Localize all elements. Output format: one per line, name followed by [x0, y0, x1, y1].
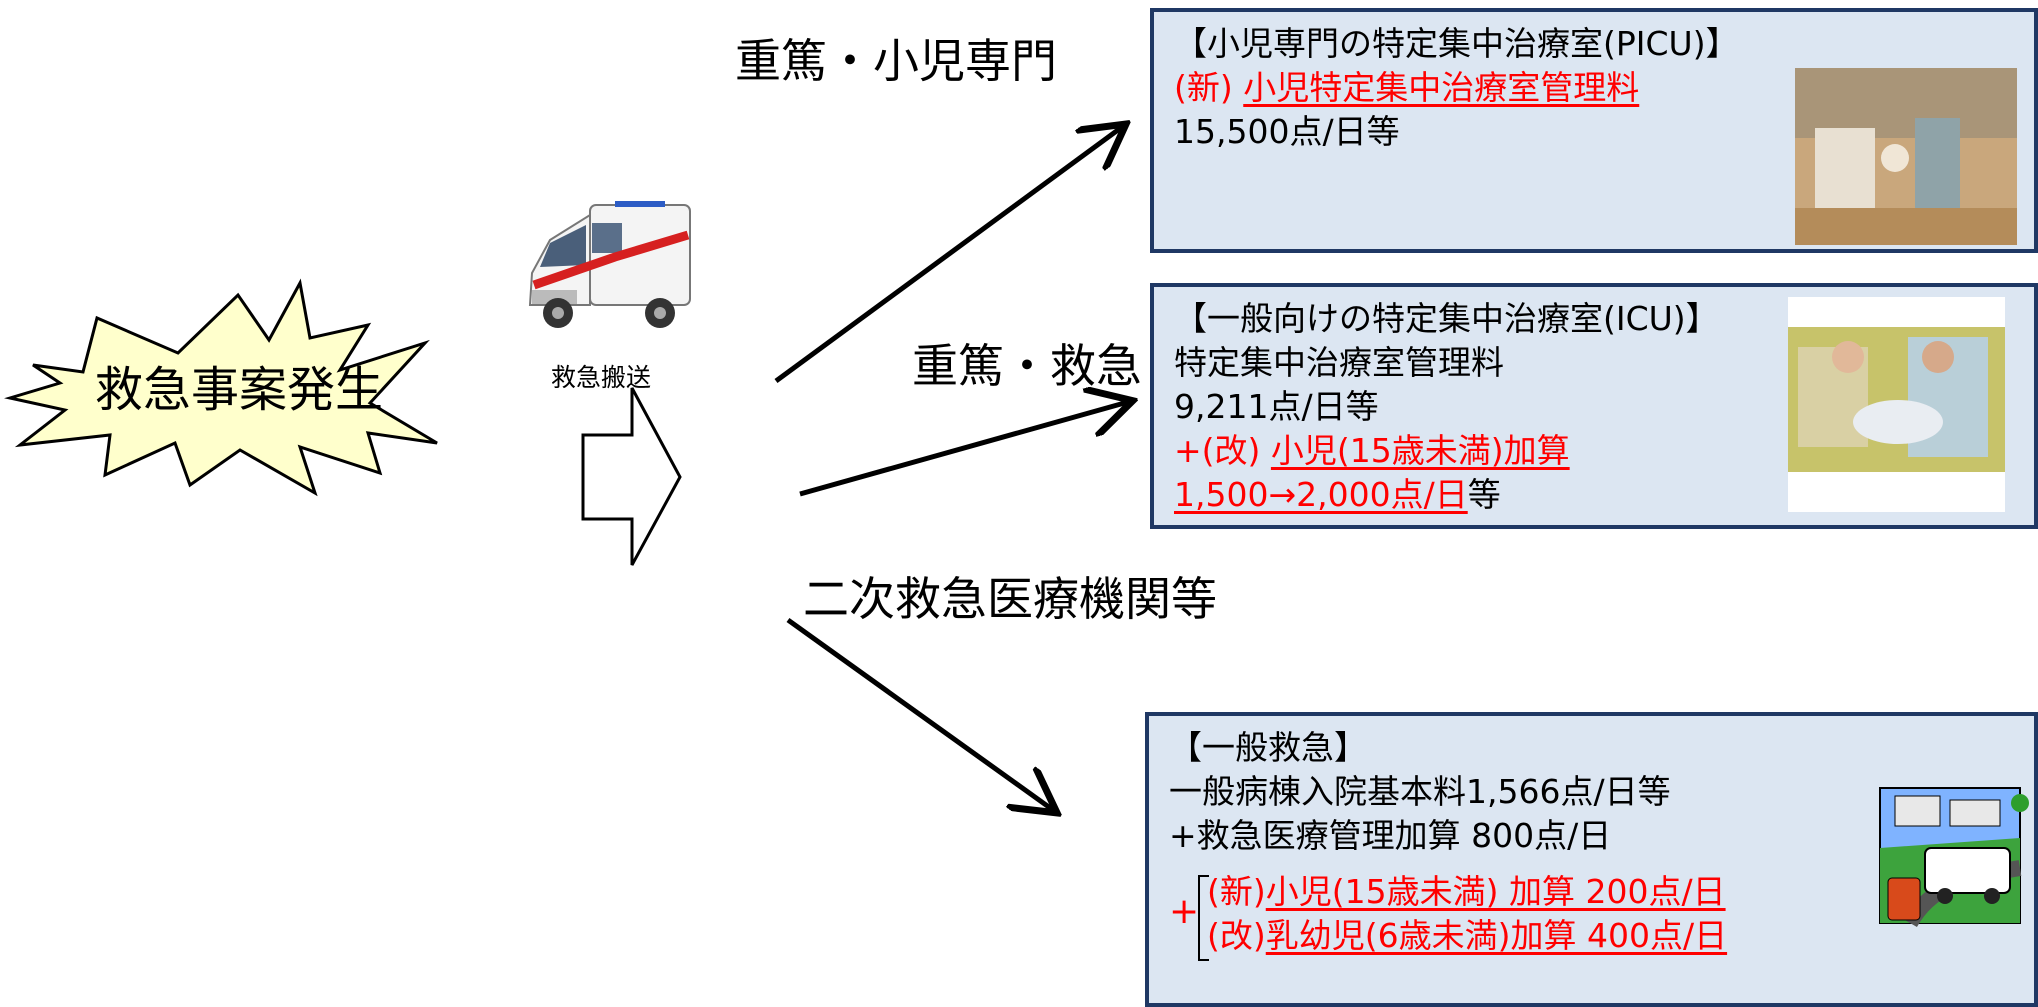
ambulance-icon: [528, 201, 691, 328]
icu-item: 特定集中治療室管理料: [1174, 343, 1504, 382]
hospital-ambulance-icon: [1879, 787, 2029, 928]
burst-shape: [4, 278, 438, 497]
icu-rev-points-line: 1,500→2,000点/日等: [1174, 473, 2014, 517]
label-general-route: 二次救急医療機関等: [803, 572, 1217, 626]
general-new-line: (新)小児(15歳未満) 加算 200点/日: [1207, 870, 2014, 914]
start-label: 救急事案発生: [95, 362, 384, 418]
general-new-item: 小児(15歳未満) 加算 200点/日: [1265, 872, 1726, 911]
label-icu-route: 重篤・救急: [912, 339, 1142, 393]
picu-title: 【小児専門の特定集中治療室(PICU)】: [1174, 24, 1739, 63]
arrow-to-picu: [774, 127, 1122, 384]
general-rev-line: (改)乳幼児(6歳未満)加算 400点/日: [1207, 914, 2014, 958]
general-title: 【一般救急】: [1169, 728, 1367, 767]
icu-rev-item: 小児(15歳未満)加算: [1270, 431, 1570, 470]
transport-caption: 救急搬送: [551, 363, 652, 392]
general-rev-item: 乳幼児(6歳未満)加算 400点/日: [1265, 916, 1728, 955]
picu-new-prefix: (新): [1174, 68, 1233, 107]
start-burst: [4, 278, 438, 497]
general-new-prefix: (新): [1207, 872, 1266, 911]
block-arrow: [581, 387, 682, 566]
picu-new-item: 小児特定集中治療室管理料: [1243, 68, 1640, 107]
picu-new-line: (新) 小児特定集中治療室管理料: [1174, 66, 2014, 110]
label-picu-route: 重篤・小児専門: [735, 34, 1057, 88]
icu-points: 9,211点/日等: [1174, 387, 1379, 426]
general-rev-prefix: (改): [1207, 916, 1266, 955]
picu-points: 15,500点/日等: [1174, 112, 1400, 151]
general-line2: +救急医療管理加算 800点/日: [1169, 816, 1612, 855]
general-additions: + (新)小児(15歳未満) 加算 200点/日 (改)乳幼児(6歳未満)加算 …: [1169, 870, 2014, 961]
general-brace: [1198, 875, 1209, 961]
icu-rev-suffix: 等: [1467, 475, 1501, 514]
icu-photo: [1788, 297, 2005, 512]
arrow-to-icu: [799, 402, 1128, 497]
arrow-to-general: [786, 617, 1053, 810]
icu-rev-prefix: +(改): [1174, 431, 1261, 470]
general-line1: 一般病棟入院基本料1,566点/日等: [1169, 772, 1671, 811]
picu-photo: [1795, 68, 2017, 245]
general-plus: +: [1169, 891, 1200, 932]
icu-rev-points: 1,500→2,000点/日: [1174, 475, 1468, 514]
icu-title: 【一般向けの特定集中治療室(ICU)】: [1174, 299, 1719, 338]
icu-rev-line: +(改) 小児(15歳未満)加算: [1174, 429, 2014, 473]
